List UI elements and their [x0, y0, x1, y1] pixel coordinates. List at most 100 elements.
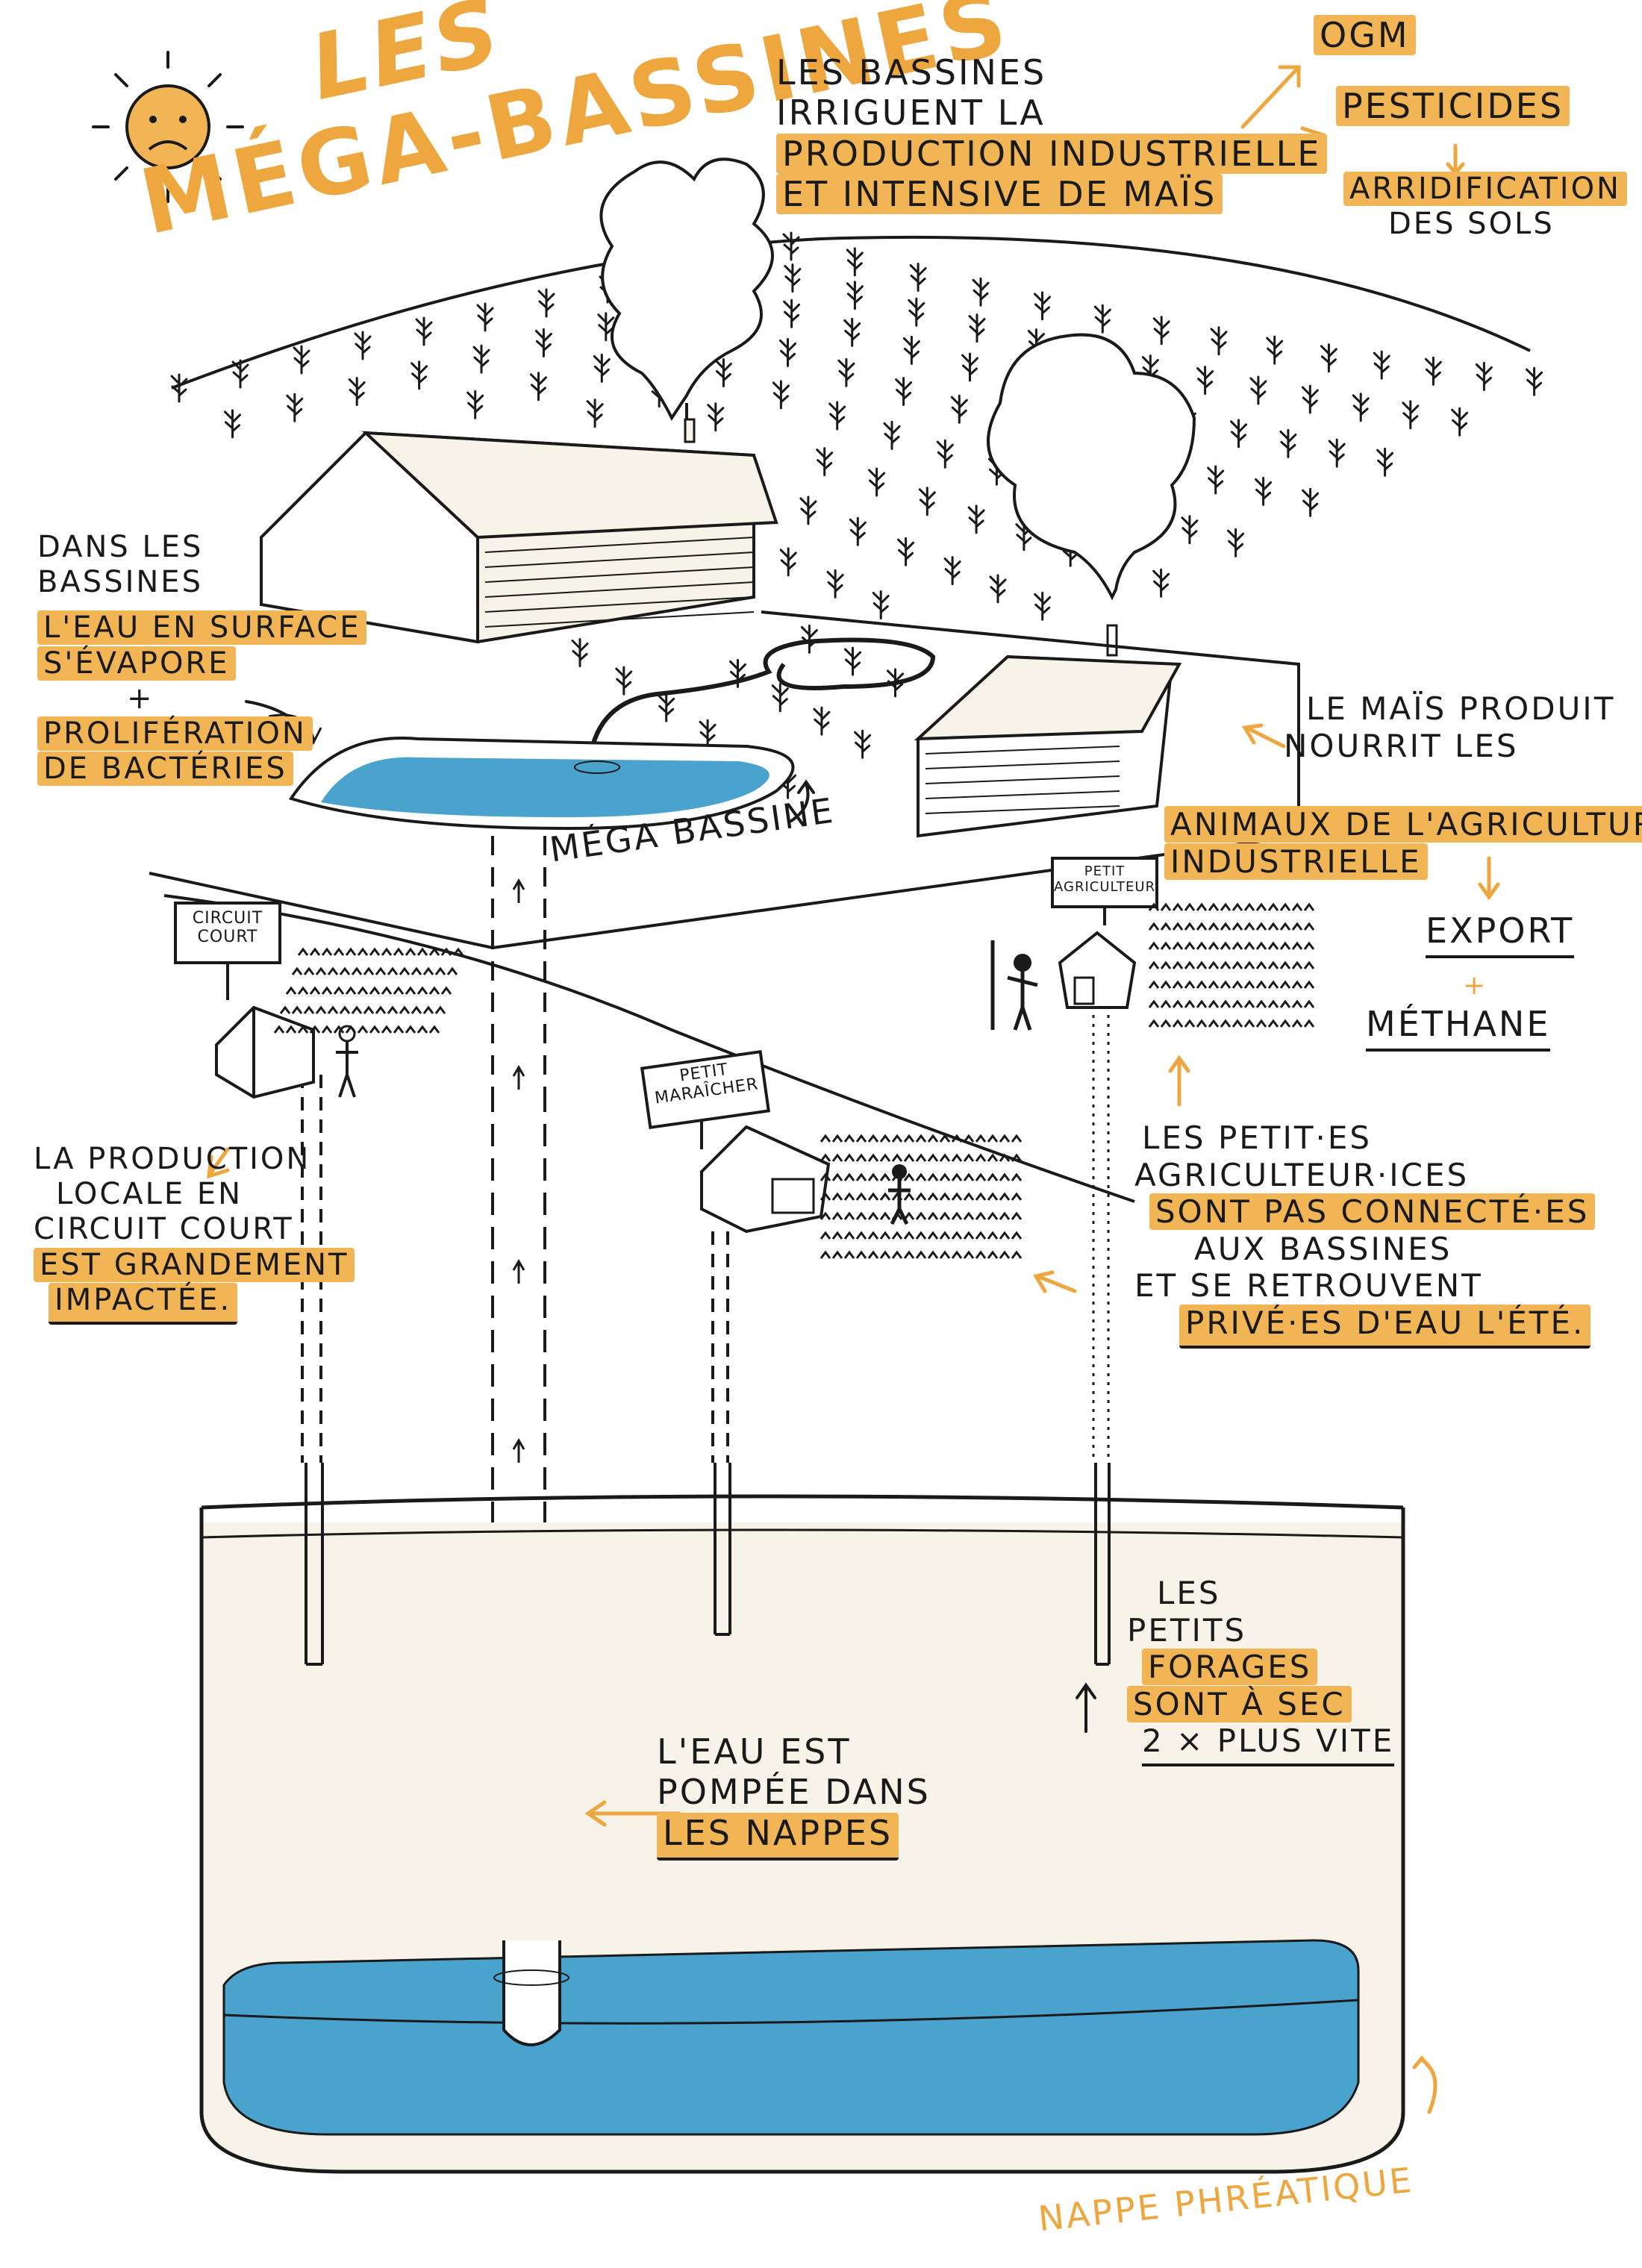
corn-plant [1402, 400, 1420, 430]
corn-plant [918, 487, 936, 516]
pump-hose [587, 637, 936, 762]
corn-plant [1279, 428, 1297, 458]
corn-plant [348, 377, 366, 406]
corn-plant [231, 359, 249, 389]
corn-plant [534, 328, 552, 357]
borehole-maraicher [711, 1231, 731, 1636]
forages-note: Les petits forages sont à sec 2 × plus v… [1127, 1575, 1395, 1767]
smoke-cloud-right [987, 333, 1196, 601]
impact-arid-line-1: Arridification [1343, 172, 1627, 206]
corn-plant [961, 352, 978, 382]
corn-plant [658, 693, 675, 722]
mega-basin-arrow [790, 779, 815, 822]
crop-row [820, 1134, 1023, 1143]
borehole-agriculteur [1092, 1015, 1111, 1666]
circuit-line-2: locale en [56, 1177, 243, 1212]
corn-plant [714, 358, 732, 387]
corn-plant [799, 496, 817, 525]
corn-plant [537, 288, 555, 318]
aquifer-water [222, 1939, 1360, 2136]
impact-aridification: Arridification des sols [1343, 172, 1627, 242]
forages-line-5: 2 × plus vite [1142, 1722, 1395, 1767]
pompage-note: L'eau est pompée dans les nappes [657, 1731, 931, 1861]
mais-note: Le maïs produit nourrit les [1284, 690, 1615, 764]
corn-plant [1302, 487, 1320, 517]
mais-export: Export [1426, 910, 1575, 958]
corn-plant [1352, 393, 1370, 422]
irrigation-line-2: irriguent la [776, 93, 1046, 134]
crop-row [1148, 922, 1315, 931]
corn-plant [530, 372, 547, 402]
mais-plus: + [1463, 970, 1488, 1001]
corn-plant [989, 574, 1007, 604]
corn-plant [1227, 528, 1245, 557]
evaporation-line-1: Dans les [37, 530, 204, 564]
corn-plant [586, 399, 604, 428]
corn-plant [1181, 515, 1199, 545]
crop-row [291, 966, 458, 975]
mais-line-2: nourrit les [1284, 727, 1519, 764]
corn-plant [972, 277, 990, 307]
mega-basin [288, 737, 795, 831]
corn-plant [826, 569, 844, 599]
corn-plant [410, 360, 428, 390]
evaporation-line-6: de bactéries [37, 752, 293, 787]
evaporation-line-5: Prolifération [37, 716, 313, 751]
crop-row [279, 1005, 446, 1014]
corn-plant [846, 247, 864, 277]
crop-row [1148, 960, 1315, 969]
corn-plant [1328, 438, 1346, 468]
corn-plant [968, 313, 986, 343]
evaporation-plus: + [127, 681, 154, 716]
crop-row [820, 1153, 1023, 1162]
crop-row [820, 1192, 1023, 1201]
corn-plant [772, 380, 790, 410]
corn-plant [771, 683, 789, 713]
corn-plant [466, 390, 484, 419]
mais-line-3: animaux de l'agriculture [1164, 806, 1642, 843]
corn-plant [854, 729, 872, 759]
impact-pesticides: Pesticides [1336, 86, 1570, 126]
crop-row [297, 947, 464, 956]
corn-plant [902, 335, 920, 365]
petits-line-1: Les petit·es [1142, 1119, 1373, 1156]
corn-plant [844, 646, 861, 676]
irrigation-note: Les bassines irriguent la production ind… [776, 52, 1328, 214]
corn-plant [415, 316, 433, 346]
corn-plant [779, 337, 796, 367]
corn-plant [1034, 291, 1051, 321]
evaporation-line-4: s'évapore [37, 646, 236, 681]
corn-plant [1451, 407, 1469, 437]
evaporation-line-2: bassines [37, 565, 203, 600]
corn-plant [699, 719, 717, 749]
corn-plant [472, 344, 490, 374]
mais-methane: Méthane [1366, 1004, 1551, 1052]
corn-plant [593, 353, 611, 383]
agriculteur-farm [990, 857, 1158, 1031]
crop-row [820, 1250, 1023, 1259]
forages-line-1: Les [1157, 1575, 1221, 1611]
circuit-line-1: La production [34, 1142, 311, 1176]
corn-plant [1207, 465, 1225, 495]
evaporation-note: Dans les bassines L'eau en surface s'éva… [37, 530, 367, 787]
crop-row [820, 1211, 1023, 1220]
impact-arid-line-2: des sols [1388, 207, 1555, 242]
corn-plant [1249, 375, 1267, 405]
corn-plant [1301, 384, 1319, 414]
corn-plant [837, 357, 855, 387]
corn-plant [354, 331, 372, 360]
smoke-cloud-left [599, 157, 774, 421]
crop-row [285, 986, 452, 995]
corn-plant [1373, 350, 1390, 380]
corn-plant [895, 377, 913, 406]
pompage-line-1: L'eau est [657, 1731, 852, 1772]
corn-plant [908, 297, 925, 327]
crop-row [1148, 980, 1315, 989]
petits-line-3: sont pas connecté·es [1149, 1193, 1596, 1231]
circuit-line-5: impactée. [49, 1282, 238, 1325]
mais-line-4: industrielle [1164, 843, 1428, 880]
small-crop-rows [273, 902, 1315, 1259]
petits-line-6: privé·es d'eau l'été. [1179, 1304, 1591, 1349]
crop-row [1148, 999, 1315, 1008]
corn-plant [849, 516, 867, 546]
